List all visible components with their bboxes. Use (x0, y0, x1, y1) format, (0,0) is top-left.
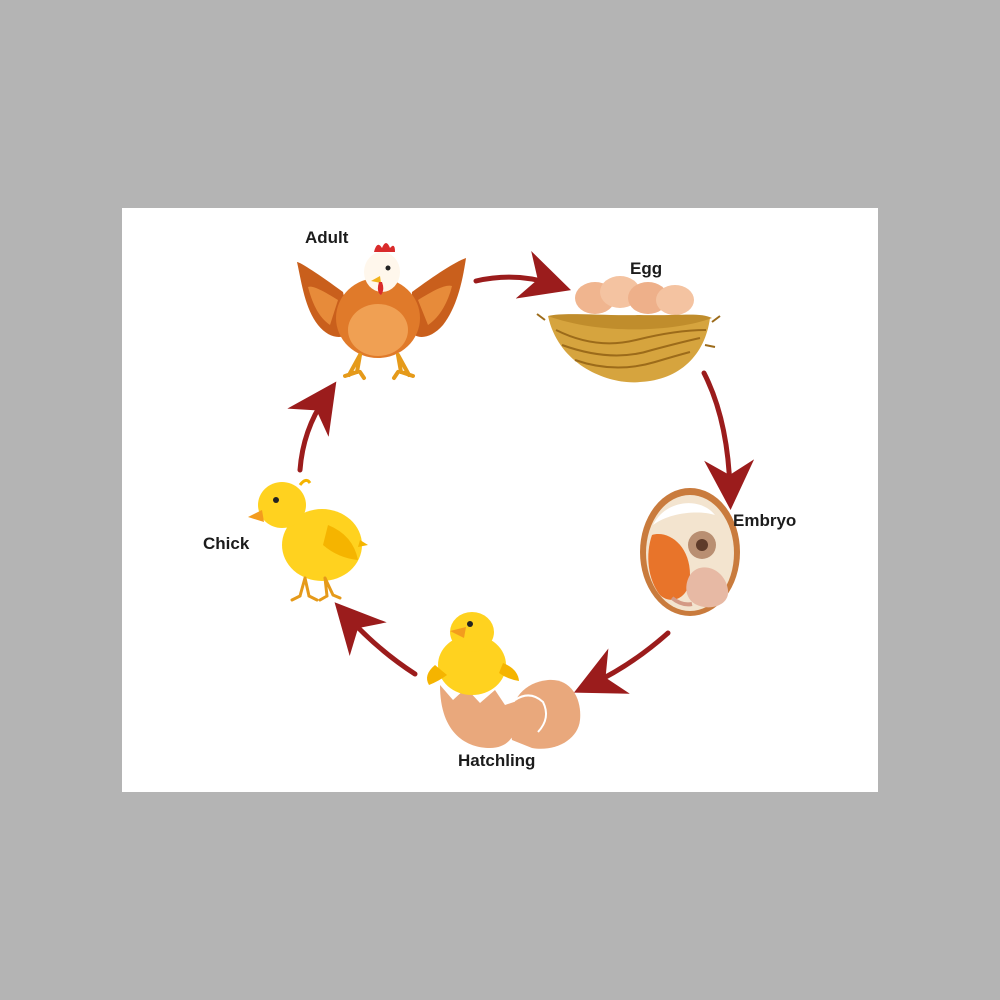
egg-nest-illustration (536, 276, 721, 383)
arrow-egg-to-embryo (701, 370, 755, 510)
arrow-embryo-to-hatchling (573, 630, 671, 694)
adult-hen-illustration (297, 243, 466, 380)
stage-label-egg: Egg (630, 259, 663, 278)
stage-label-hatchling: Hatchling (458, 751, 536, 770)
cycle-arrows (287, 250, 755, 694)
stage-label-chick: Chick (203, 534, 250, 553)
arrow-chick-to-adult (287, 381, 337, 473)
hatchling-illustration (427, 612, 581, 749)
arrow-adult-to-egg (473, 250, 572, 299)
stage-label-adult: Adult (305, 228, 349, 247)
stage-label-embryo: Embryo (733, 511, 797, 530)
chick-illustration (248, 478, 368, 602)
arrow-hatchling-to-chick (334, 602, 418, 677)
embryo-egg-illustration (640, 488, 740, 616)
